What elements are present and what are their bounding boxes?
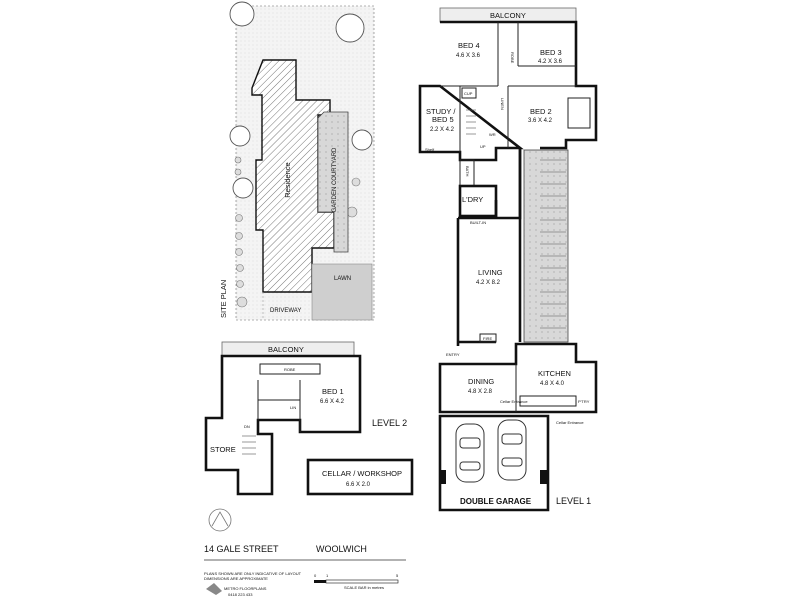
north-arrow-icon bbox=[208, 508, 232, 532]
cellar-name: CELLAR / WORKSHOP bbox=[322, 469, 402, 478]
up-label: UP bbox=[480, 144, 486, 149]
disclaimer-line2: DIMENSIONS ARE APPROXIMATE bbox=[204, 576, 268, 581]
lawn-label: LAWN bbox=[334, 276, 351, 282]
svg-text:5: 5 bbox=[396, 573, 399, 578]
study-dims: 2.2 X 4.2 bbox=[430, 127, 455, 133]
bed4-dims: 4.6 X 3.6 bbox=[456, 53, 481, 59]
entry-label: ENTRY bbox=[446, 352, 460, 357]
car-icon bbox=[455, 423, 485, 483]
dining-name: DINING bbox=[468, 377, 494, 386]
bath-label: BATH bbox=[465, 166, 470, 176]
level-2-plan: BALCONY ROBE BED 1 6.6 X 4.2 LIN DN STOR… bbox=[204, 341, 414, 496]
wr-label: WR bbox=[489, 132, 496, 137]
living-dims: 4.2 X 8.2 bbox=[476, 280, 501, 286]
pantry-label: P'TRY bbox=[578, 399, 590, 404]
company-name: METRO FLOORPLANS bbox=[224, 586, 267, 591]
bed2-dims: 3.6 X 4.2 bbox=[528, 118, 553, 124]
shelf-label: Shelf bbox=[425, 147, 435, 152]
bed3-name: BED 3 bbox=[540, 48, 562, 57]
robe-label: ROBE bbox=[510, 52, 515, 64]
cellar-workshop bbox=[306, 458, 414, 496]
scale-label: SCALE BAR in metres bbox=[344, 585, 384, 590]
lawn bbox=[311, 263, 373, 321]
address-text: 14 GALE STREET bbox=[204, 544, 279, 554]
bed3-dims: 4.2 X 3.6 bbox=[538, 59, 563, 65]
stairs-level1 bbox=[466, 109, 476, 135]
tree bbox=[351, 129, 373, 151]
level2-outline bbox=[204, 354, 362, 496]
cellar-entrance-label-1: Cellar Entrance bbox=[500, 399, 528, 404]
kitchen-name: KITCHEN bbox=[538, 369, 571, 378]
store-label: STORE bbox=[210, 445, 236, 454]
cellar-entrance-label-2: Cellar Entrance bbox=[556, 420, 584, 425]
dining-kitchen-block bbox=[438, 342, 598, 414]
dining-dims: 4.8 X 2.8 bbox=[468, 389, 493, 395]
fire-label: FIRE bbox=[483, 336, 492, 341]
cup-label: CUP bbox=[464, 91, 473, 96]
driveway-label: DRIVEWAY bbox=[270, 308, 301, 314]
tree bbox=[232, 177, 254, 199]
kitchen-dims: 4.8 X 4.0 bbox=[540, 381, 565, 387]
level1-label: LEVEL 1 bbox=[556, 496, 591, 506]
svg-text:1: 1 bbox=[326, 573, 329, 578]
footer: 14 GALE STREET WOOLWICH PLANS SHOWN ARE … bbox=[204, 508, 406, 597]
laundry-label: L'DRY bbox=[462, 195, 483, 204]
car-icon bbox=[497, 419, 527, 481]
study-name-line1: STUDY / bbox=[426, 107, 456, 116]
exterior-steps bbox=[540, 159, 566, 329]
tree bbox=[335, 13, 365, 43]
stairs-level2 bbox=[242, 435, 256, 455]
residence-label: Residence bbox=[283, 162, 292, 197]
site-plan-label: SITE PLAN bbox=[219, 280, 228, 318]
bed2-name: BED 2 bbox=[530, 107, 552, 116]
balcony-label-level2: BALCONY bbox=[268, 345, 304, 354]
svg-text:0: 0 bbox=[314, 573, 317, 578]
company-logo: METRO FLOORPLANS 0418 223 433 bbox=[206, 583, 267, 597]
bed4-name: BED 4 bbox=[458, 41, 480, 50]
linen-label: LINEN bbox=[500, 98, 505, 110]
site-plan: Residence GARDEN COURTYARD LAWN DRIVEWAY… bbox=[219, 1, 375, 321]
garden-courtyard-label: GARDEN COURTYARD bbox=[332, 147, 338, 212]
living-room bbox=[456, 148, 522, 346]
level2-label: LEVEL 2 bbox=[372, 418, 407, 428]
tree bbox=[229, 125, 251, 147]
garden-courtyard bbox=[317, 111, 349, 253]
cellar-dims: 6.6 X 2.0 bbox=[346, 482, 371, 488]
shrub-row bbox=[234, 156, 361, 308]
builtin-label: BUILT-IN bbox=[470, 220, 486, 225]
bed1-dims: 6.6 X 4.2 bbox=[320, 399, 345, 405]
study-name-line2: BED 5 bbox=[432, 115, 454, 124]
robe-label-level2: ROBE bbox=[284, 367, 296, 372]
scale-bar: 0 1 5 SCALE BAR in metres bbox=[314, 573, 399, 590]
tree bbox=[229, 1, 255, 27]
level-1-plan: BALCONY BED 4 4.6 X 3.6 BED 3 4.2 X 3.6 … bbox=[418, 7, 598, 512]
dn-label: DN bbox=[244, 424, 250, 429]
suburb-text: WOOLWICH bbox=[316, 544, 367, 554]
company-phone: 0418 223 433 bbox=[228, 592, 253, 597]
garage-label: DOUBLE GARAGE bbox=[460, 497, 532, 506]
bed1-name: BED 1 bbox=[322, 387, 344, 396]
living-name: LIVING bbox=[478, 268, 503, 277]
lin-label: LIN bbox=[290, 405, 296, 410]
disclaimer-line1: PLANS SHOWN ARE ONLY INDICATIVE OF LAYOU… bbox=[204, 571, 302, 576]
balcony-label: BALCONY bbox=[490, 11, 526, 20]
deck bbox=[523, 149, 569, 343]
